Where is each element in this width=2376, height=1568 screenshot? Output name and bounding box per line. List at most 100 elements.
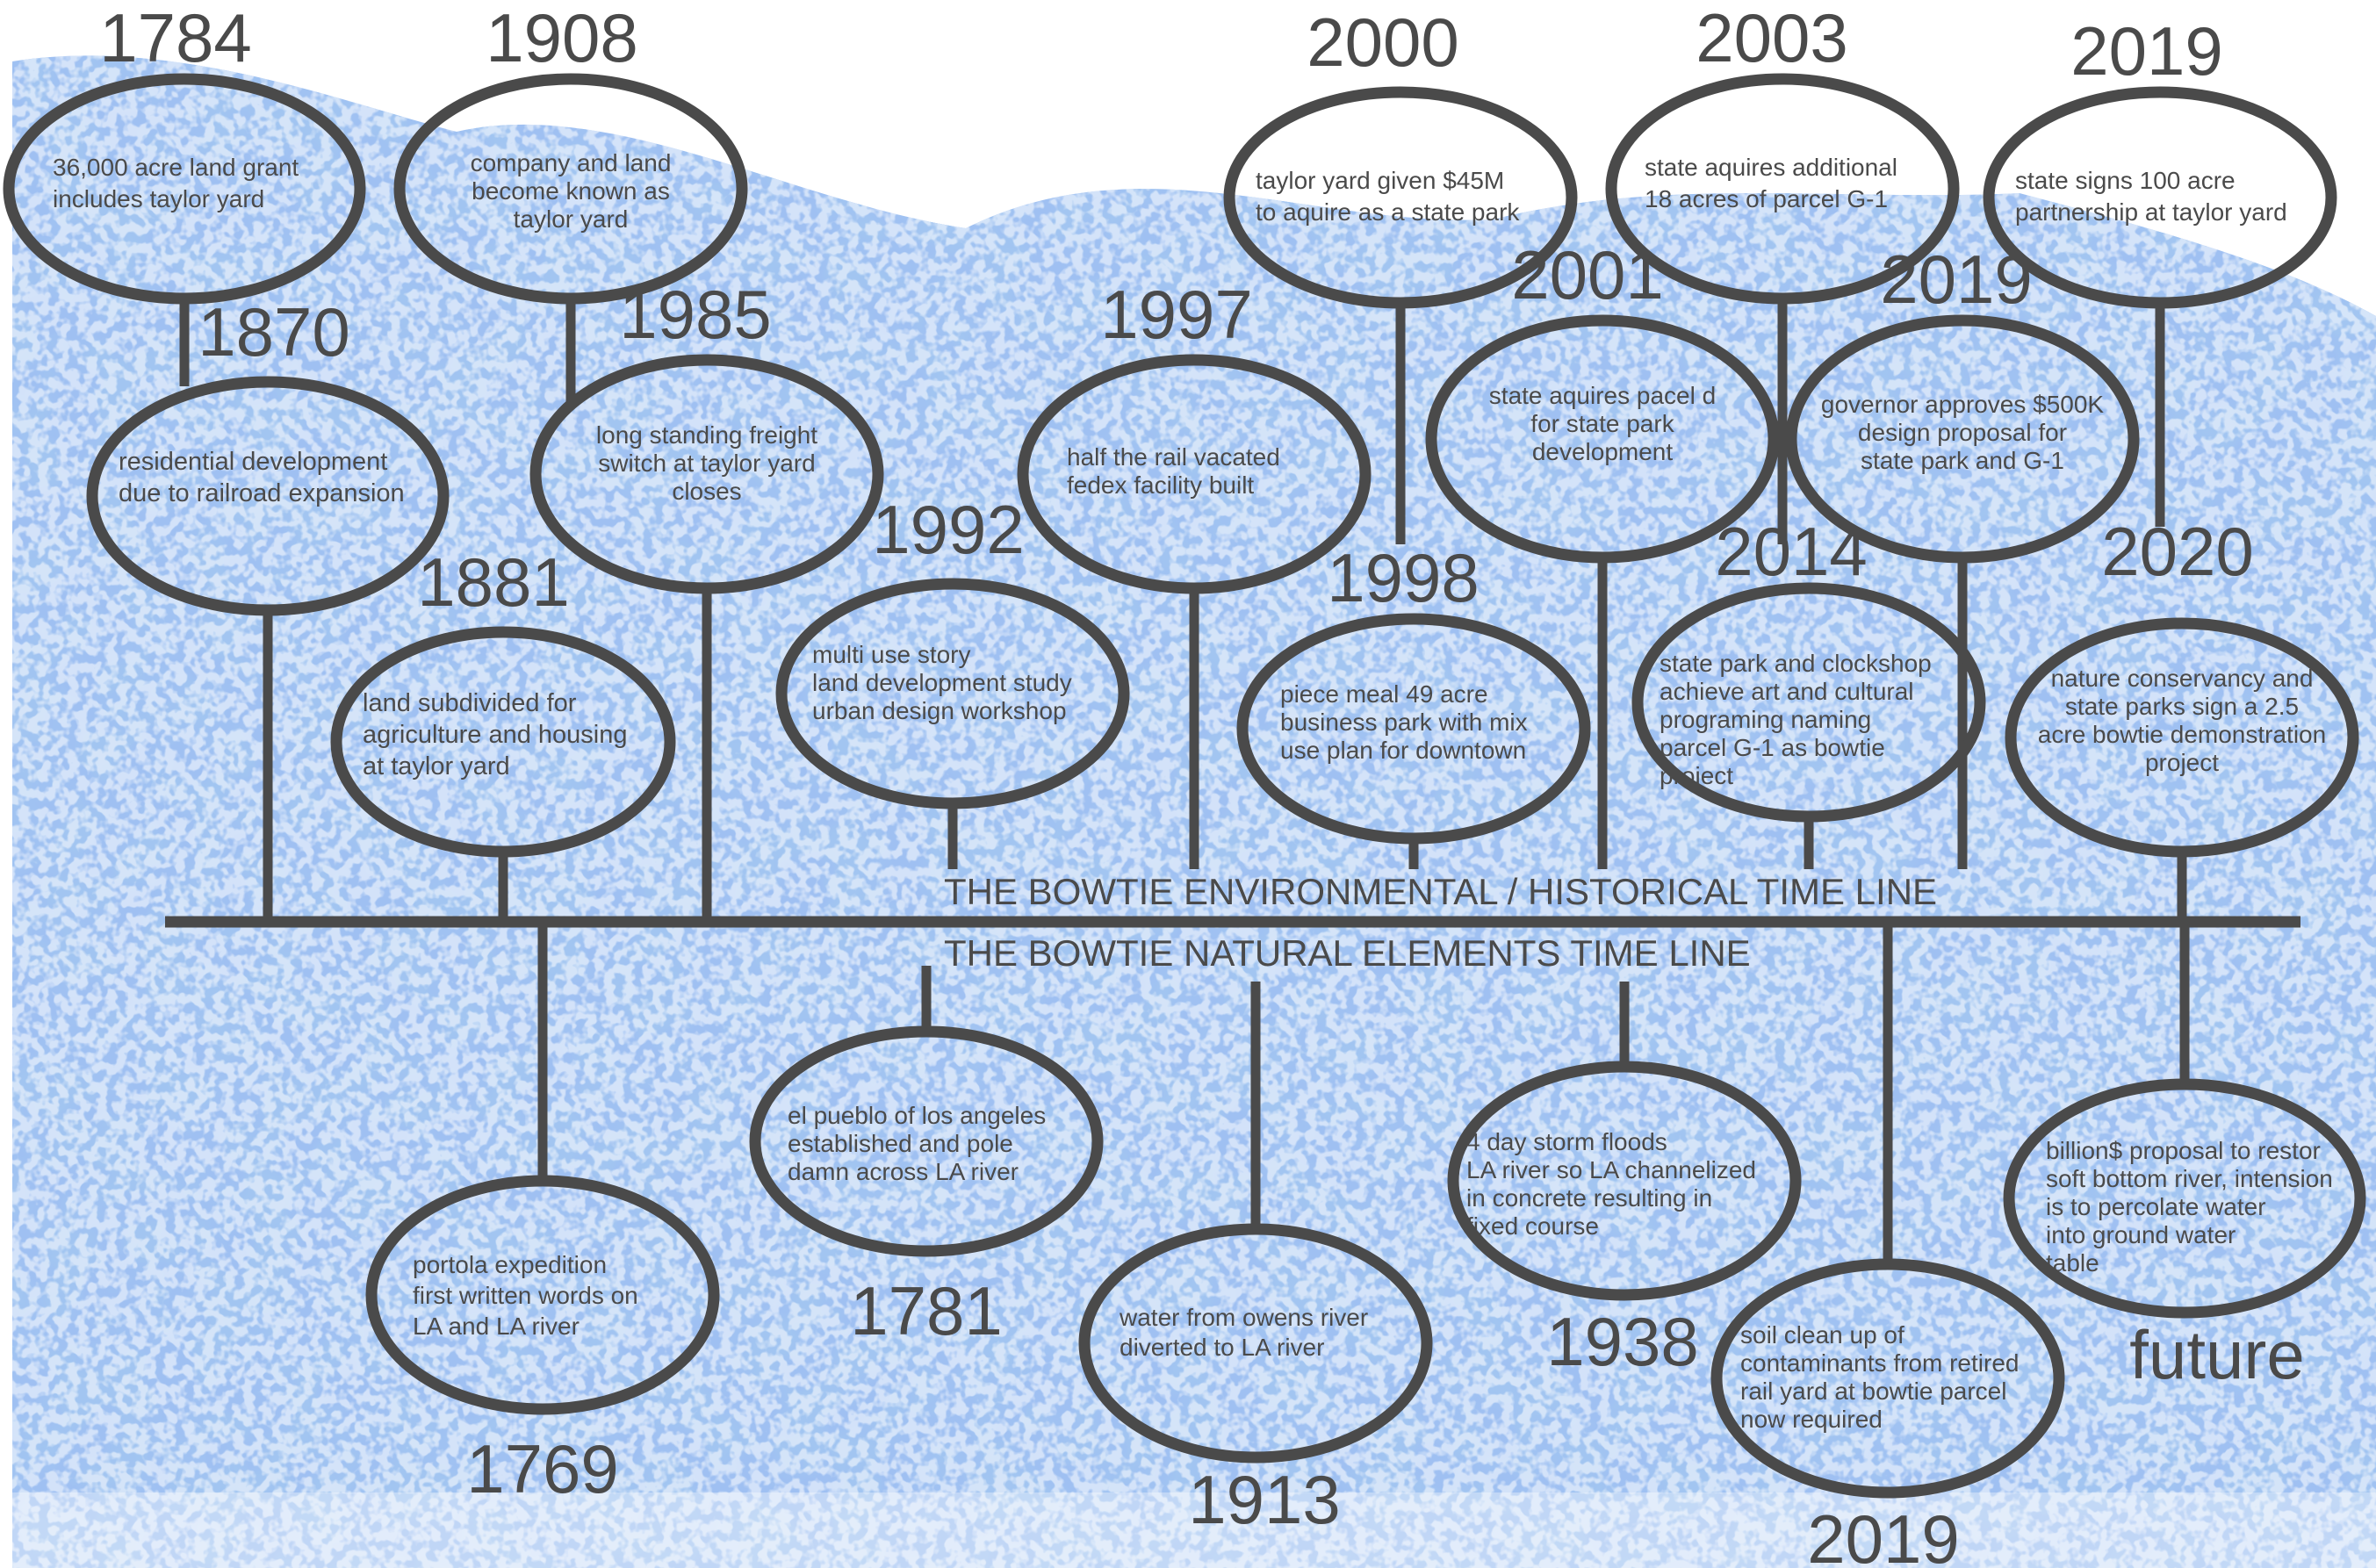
event-bubble: [529, 354, 884, 594]
connector-lines: [179, 298, 2190, 1264]
event-bubble: [365, 1175, 720, 1415]
event-description-line: first written words on: [413, 1282, 638, 1309]
event-description-line: state park and G-1: [1861, 447, 2064, 474]
event-year: 1881: [417, 543, 570, 621]
event-description-line: state park and clockshop: [1660, 650, 1932, 677]
event-year: 2020: [2101, 513, 2254, 590]
event-description-line: fixed course: [1466, 1212, 1599, 1240]
historical-event-2: 1870 residential development due to railro…: [86, 293, 450, 616]
event-bubble: [330, 626, 676, 858]
event-description-line: project: [1660, 762, 1733, 789]
event-description-line: governor approves $500K: [1821, 391, 2105, 418]
event-description-line: billion$ proposal to restor: [2046, 1137, 2321, 1164]
event-description-line: agriculture and housing: [363, 721, 627, 749]
event-bubble: [1236, 613, 1591, 845]
event-description-line: residential development: [119, 448, 387, 476]
event-description: state signs 100 acre partnership at taylo…: [2015, 167, 2287, 226]
event-description-line: portola expedition: [413, 1251, 607, 1278]
event-description-line: project: [2145, 749, 2219, 776]
event-year: 1870: [198, 293, 350, 370]
event-description-line: state aquires additional: [1645, 154, 1897, 181]
event-description-line: water from owens river: [1119, 1304, 1368, 1331]
event-bubble: [1631, 582, 1986, 823]
event-year: 1938: [1546, 1303, 1699, 1380]
event-year: 2019: [2070, 12, 2223, 90]
event-bubble: [393, 73, 748, 305]
event-description: portola expedition first written words on…: [413, 1251, 638, 1340]
event-bubble: [1447, 1061, 1802, 1301]
upper-timeline-title: THE BOWTIE ENVIRONMENTAL / HISTORICAL TI…: [944, 871, 1937, 912]
event-description-line: use plan for downtown: [1280, 737, 1526, 764]
event-description-line: due to railroad expansion: [119, 479, 405, 507]
event-bubble: [1223, 86, 1578, 309]
event-description-line: become known as: [472, 177, 670, 205]
event-year: 2019: [1807, 1500, 1960, 1568]
event-description-line: land subdivided for: [363, 689, 577, 717]
event-description-line: contaminants from retired: [1740, 1349, 2019, 1377]
event-description-line: for state park: [1530, 410, 1674, 437]
natural-event-1: 1769 portola expedition first written word…: [365, 1175, 720, 1507]
event-description-line: el pueblo of los angeles: [788, 1102, 1046, 1129]
event-description-line: acre bowtie demonstration: [2038, 721, 2326, 748]
event-bubble: [775, 578, 1130, 809]
event-description-line: 18 acres of parcel G-1: [1645, 185, 1888, 212]
event-description-line: land development study: [812, 669, 1072, 696]
event-description-line: in concrete resulting in: [1466, 1184, 1712, 1212]
event-description-line: urban design workshop: [812, 697, 1067, 724]
event-description-line: diverted to LA river: [1120, 1334, 1324, 1361]
event-description-line: company and land: [471, 149, 672, 176]
event-description-line: established and pole: [788, 1130, 1013, 1157]
event-year: 1781: [850, 1272, 1003, 1349]
event-description-line: nature conservancy and: [2051, 665, 2314, 692]
timeline-titles: THE BOWTIE ENVIRONMENTAL / HISTORICAL TI…: [944, 871, 1937, 974]
event-description-line: damn across LA river: [788, 1158, 1019, 1185]
event-bubble: [2005, 617, 2359, 858]
event-year: 1992: [872, 491, 1025, 568]
event-description-line: taylor yard given $45M: [1256, 167, 1504, 194]
event-description-line: rail yard at bowtie parcel: [1740, 1377, 2006, 1405]
event-year: future: [2129, 1316, 2304, 1393]
event-year: 1908: [486, 0, 638, 76]
event-year: 1985: [619, 276, 772, 353]
event-year: 2000: [1307, 4, 1459, 81]
event-description-line: LA and LA river: [413, 1313, 580, 1340]
event-description-line: design proposal for: [1858, 419, 2067, 446]
event-bubble: [1078, 1223, 1433, 1464]
event-year: 2003: [1696, 0, 1848, 76]
event-bubble: [1983, 86, 2337, 309]
event-description-line: includes taylor yard: [53, 185, 264, 212]
event-description-line: state aquires pacel d: [1489, 382, 1716, 409]
event-description-line: taylor yard: [514, 205, 629, 233]
event-description-line: switch at taylor yard: [598, 450, 815, 477]
event-description-line: soil clean up of: [1740, 1321, 1904, 1349]
event-description-line: partnership at taylor yard: [2015, 198, 2287, 226]
event-description-line: achieve art and cultural: [1660, 678, 1914, 705]
event-year: 1769: [466, 1430, 619, 1507]
event-description: state aquires additional 18 acres of parc…: [1645, 154, 1897, 212]
event-description-line: 4 day storm floods: [1466, 1128, 1667, 1155]
event-description-line: LA river so LA channelized: [1466, 1156, 1756, 1183]
event-bubble: [1017, 354, 1372, 594]
event-description-line: state signs 100 acre: [2015, 167, 2236, 194]
